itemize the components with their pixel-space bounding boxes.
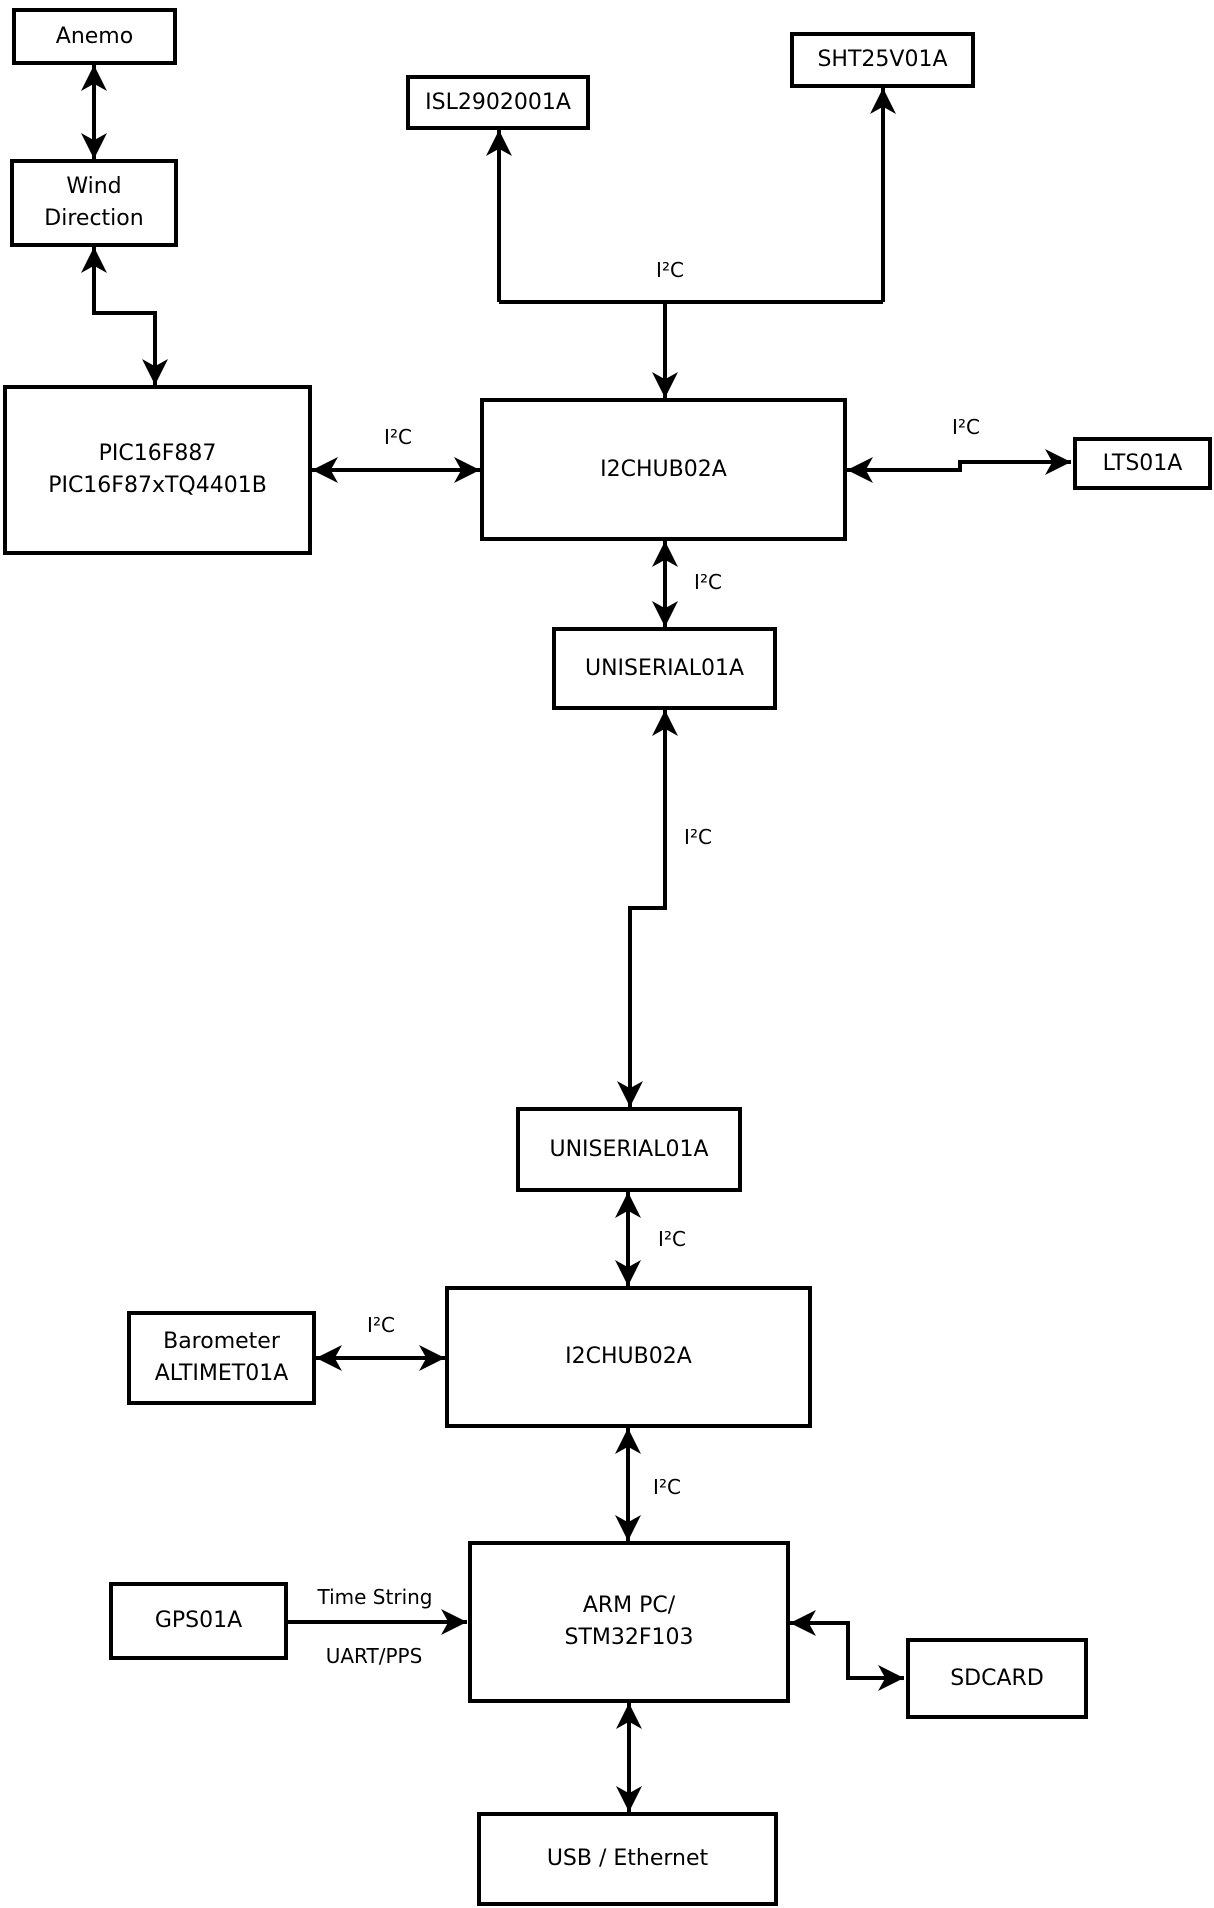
node-usb: USB / Ethernet [477,1812,778,1906]
node-sht: SHT25V01A [790,32,975,88]
node-arm: ARM PC/STM32F103 [468,1541,790,1703]
node-isl: ISL2902001A [406,75,590,130]
edge-arm-sdcard [790,1610,904,1691]
label-uart-pps: UART/PPS [323,1644,425,1668]
edge-uni1-uni2 [617,710,678,1107]
node-label: PIC16F87xTQ4401B [48,473,267,498]
node-label: I2CHUB02A [600,456,727,482]
edge-hub1-lts [847,449,1071,483]
node-label: LTS01A [1102,450,1183,476]
node-label: Direction [44,206,144,231]
node-lts: LTS01A [1073,437,1212,490]
node-label: ISL2902001A [425,89,571,115]
node-hub2: I2CHUB02A [445,1286,812,1428]
node-label: UNISERIAL01A [549,1136,709,1162]
node-label: Anemo [55,23,134,49]
node-label: SDCARD [950,1665,1044,1691]
node-label: ARM PC/ [582,1593,676,1619]
label-i2c-uni1-uni2: I²C [682,825,714,849]
node-label: Barometer [163,1329,280,1355]
label-i2c-top-bus: I²C [654,258,686,282]
node-label: STM32F103 [564,1625,694,1650]
node-anemo: Anemo [12,8,177,65]
label-i2c-uni2-hub2: I²C [656,1227,688,1251]
label-i2c-hub1-lts: I²C [950,415,982,439]
node-label: Wind [66,174,122,200]
label-i2c-baro-hub2: I²C [365,1313,397,1337]
node-label: PIC16F887 [98,441,217,467]
node-hub1: I2CHUB02A [480,398,847,541]
label-i2c-hub2-arm: I²C [651,1475,683,1499]
node-label: I2CHUB02A [565,1344,692,1370]
label-i2c-pic-hub1: I²C [382,425,414,449]
node-uni2: UNISERIAL01A [516,1107,742,1192]
node-label: ALTIMET01A [154,1361,289,1386]
node-label: UNISERIAL01A [584,655,745,681]
label-i2c-hub1-uni1: I²C [692,570,724,594]
node-label: GPS01A [154,1608,243,1634]
node-label: USB / Ethernet [546,1846,709,1872]
label-time-string: Time String [315,1585,435,1609]
edge-wind-pic [81,247,168,385]
node-label: SHT25V01A [817,47,948,73]
node-sdcard: SDCARD [906,1638,1088,1719]
node-gps: GPS01A [109,1582,288,1660]
node-uni1: UNISERIAL01A [552,627,777,710]
